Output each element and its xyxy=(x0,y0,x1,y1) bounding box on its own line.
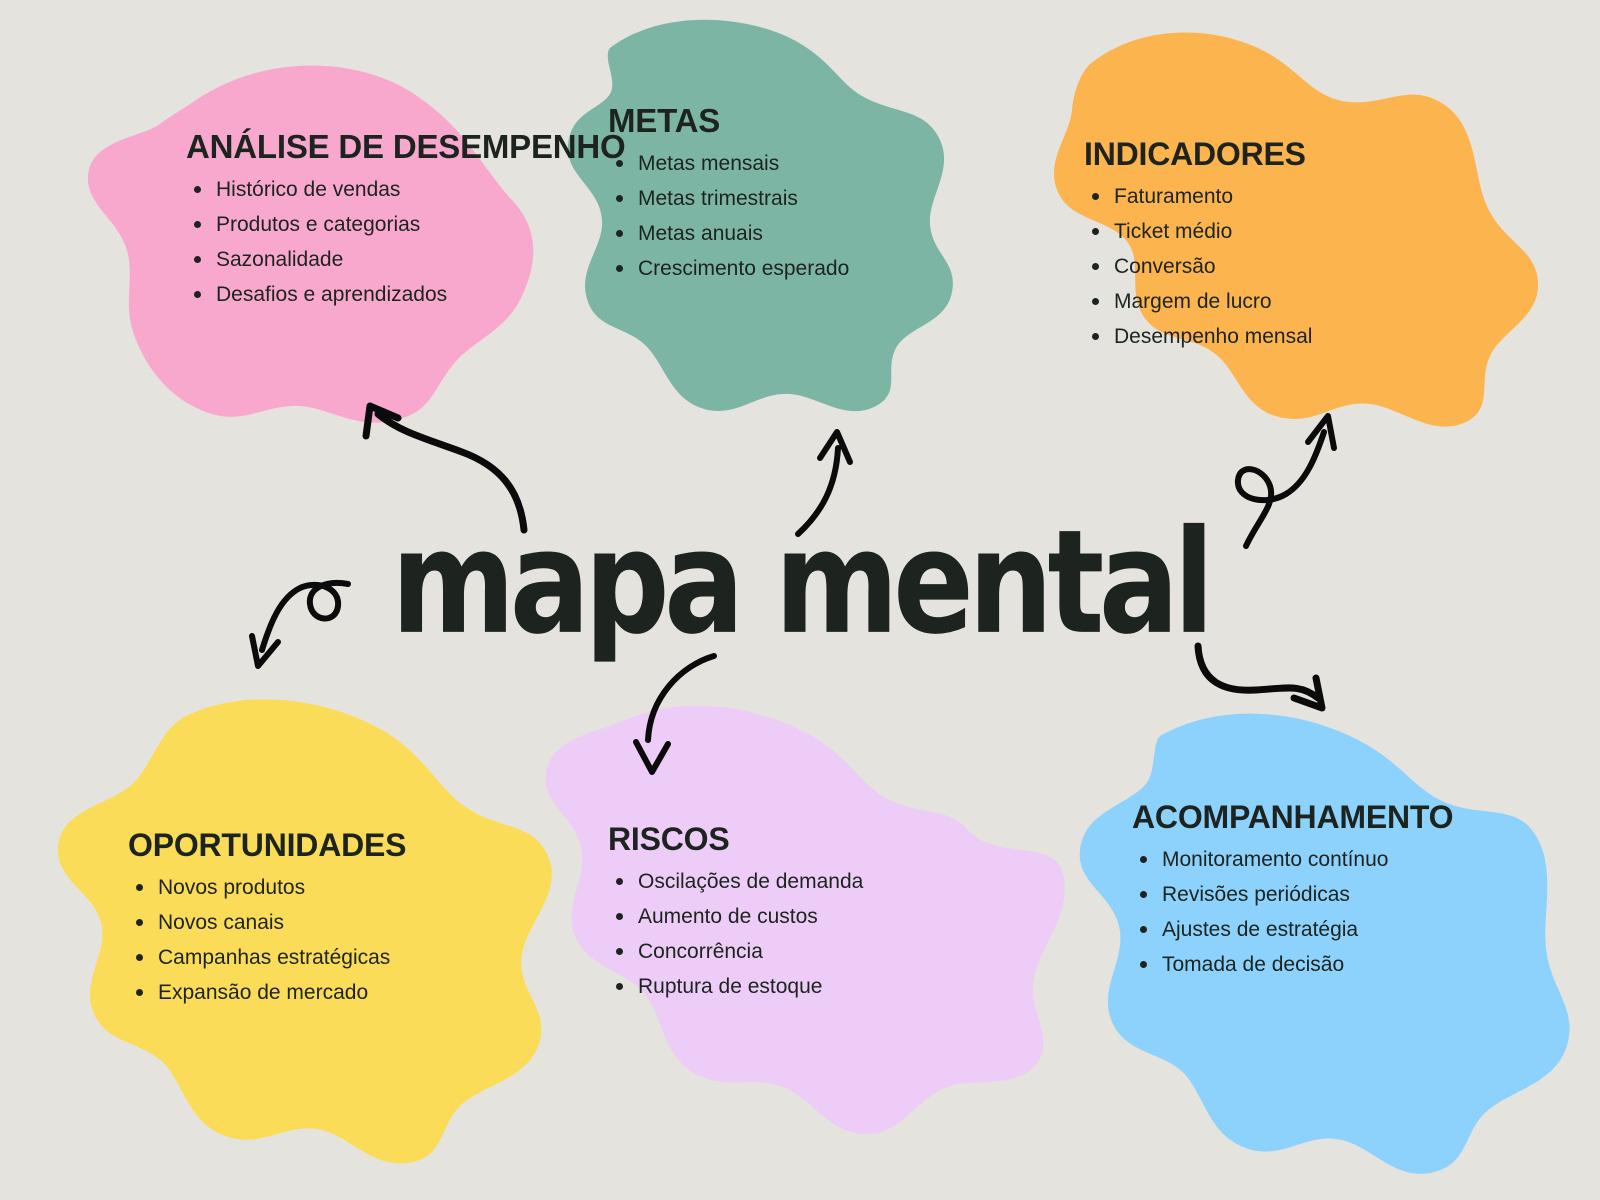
list-item: Desempenho mensal xyxy=(1084,326,1312,347)
node-title-indicadores: INDICADORES xyxy=(1084,136,1306,172)
list-item: Desafios e aprendizados xyxy=(186,284,626,305)
list-item: Tomada de decisão xyxy=(1132,954,1453,975)
node-metas[interactable]: METAS Metas mensais Metas trimestrais Me… xyxy=(608,102,849,279)
list-item: Novos canais xyxy=(128,912,406,933)
node-list-oportunidades: Novos produtos Novos canais Campanhas es… xyxy=(128,877,406,1003)
list-item: Produtos e categorias xyxy=(186,214,626,235)
node-list-indicadores: Faturamento Ticket médio Conversão Marge… xyxy=(1084,186,1312,347)
list-item: Metas trimestrais xyxy=(608,188,849,209)
blob-indicadores[interactable] xyxy=(1053,32,1539,427)
list-item: Ruptura de estoque xyxy=(608,976,863,997)
list-item: Histórico de vendas xyxy=(186,179,626,200)
list-item: Margem de lucro xyxy=(1084,291,1312,312)
page-title: mapa mental xyxy=(391,499,1214,667)
list-item: Campanhas estratégicas xyxy=(128,947,406,968)
list-item: Metas anuais xyxy=(608,223,849,244)
list-item: Aumento de custos xyxy=(608,906,863,927)
list-item: Oscilações de demanda xyxy=(608,871,863,892)
blob-metas[interactable] xyxy=(567,19,953,412)
list-item: Crescimento esperado xyxy=(608,258,849,279)
node-list-metas: Metas mensais Metas trimestrais Metas an… xyxy=(608,153,849,279)
list-item: Concorrência xyxy=(608,941,863,962)
node-title-oportunidades: OPORTUNIDADES xyxy=(128,827,407,863)
list-item: Metas mensais xyxy=(608,153,849,174)
node-title-riscos: RISCOS xyxy=(608,821,730,857)
blob-acompanhamento[interactable] xyxy=(1079,713,1570,1174)
node-list-riscos: Oscilações de demanda Aumento de custos … xyxy=(608,871,863,997)
blob-analise[interactable] xyxy=(87,65,534,423)
list-item: Faturamento xyxy=(1084,186,1312,207)
node-oportunidades[interactable]: OPORTUNIDADES Novos produtos Novos canai… xyxy=(128,827,407,1003)
node-list-analise: Histórico de vendas Produtos e categoria… xyxy=(186,179,626,305)
list-item: Monitoramento contínuo xyxy=(1132,849,1453,870)
node-analise-de-desempenho[interactable]: ANÁLISE DE DESEMPENHO Histórico de venda… xyxy=(186,128,626,305)
list-item: Sazonalidade xyxy=(186,249,626,270)
node-acompanhamento[interactable]: ACOMPANHAMENTO Monitoramento contínuo Re… xyxy=(1132,799,1454,975)
node-list-acompanhamento: Monitoramento contínuo Revisões periódic… xyxy=(1132,849,1453,975)
node-title-analise: ANÁLISE DE DESEMPENHO xyxy=(186,128,626,165)
blob-oportunidades[interactable] xyxy=(57,699,552,1164)
blob-riscos[interactable] xyxy=(545,705,1065,1135)
list-item: Conversão xyxy=(1084,256,1312,277)
list-item: Novos produtos xyxy=(128,877,406,898)
node-title-acompanhamento: ACOMPANHAMENTO xyxy=(1132,799,1454,835)
list-item: Ticket médio xyxy=(1084,221,1312,242)
list-item: Expansão de mercado xyxy=(128,982,406,1003)
list-item: Ajustes de estratégia xyxy=(1132,919,1453,940)
node-riscos[interactable]: RISCOS Oscilações de demanda Aumento de … xyxy=(608,821,863,997)
node-indicadores[interactable]: INDICADORES Faturamento Ticket médio Con… xyxy=(1084,136,1312,347)
list-item: Revisões periódicas xyxy=(1132,884,1453,905)
node-title-metas: METAS xyxy=(608,102,721,139)
